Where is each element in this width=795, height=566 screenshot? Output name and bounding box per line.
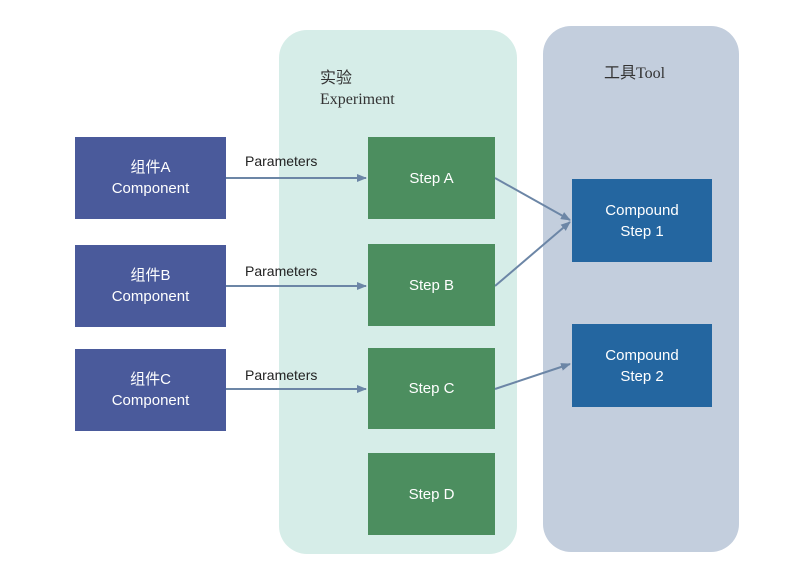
compound-step-1-box: Compound Step 1	[572, 179, 712, 262]
step-d-box: Step D	[368, 453, 495, 535]
step-a-label: Step A	[409, 169, 454, 187]
experiment-title-cn: 实验	[320, 70, 353, 87]
component-c-label-en: Component	[111, 392, 190, 409]
compound-step-1-line2: Step 1	[620, 222, 664, 240]
arrow-step-b-to-compound-1	[494, 221, 571, 287]
component-b-box: 组件B Component	[75, 245, 226, 327]
compound-step-2-box: Compound Step 2	[572, 324, 712, 407]
tool-title: 工具Tool	[604, 65, 666, 82]
step-b-label: Step B	[408, 276, 455, 294]
component-c-box: 组件C Component	[75, 349, 226, 431]
compound-step-2-line1: Compound	[605, 346, 679, 364]
parameters-label-c: Parameters	[245, 367, 318, 383]
component-a-box: 组件A Component	[75, 137, 226, 219]
compound-step-2-line2: Step 2	[620, 367, 664, 385]
tool-panel	[543, 26, 739, 552]
component-a-label-en: Component	[111, 180, 190, 197]
compound-step-1-line1: Compound	[605, 201, 679, 219]
step-c-label: Step C	[408, 380, 455, 397]
step-b-box: Step B	[368, 244, 495, 326]
arrow-step-c-to-compound-2	[494, 363, 571, 390]
experiment-title: 实验 Experiment	[320, 68, 395, 110]
experiment-title-en: Experiment	[320, 91, 395, 108]
parameters-label-a: Parameters	[245, 153, 318, 169]
component-a-label-cn: 组件A	[130, 159, 171, 176]
component-b-label-cn: 组件B	[130, 267, 171, 284]
arrow-step-a-to-compound-1	[494, 177, 571, 221]
step-d-label: Step D	[408, 485, 455, 503]
component-c-label-cn: 组件C	[130, 371, 171, 388]
parameters-label-b: Parameters	[245, 263, 318, 279]
step-c-box: Step C	[368, 348, 495, 429]
step-a-box: Step A	[368, 137, 495, 219]
component-b-label-en: Component	[111, 288, 190, 305]
